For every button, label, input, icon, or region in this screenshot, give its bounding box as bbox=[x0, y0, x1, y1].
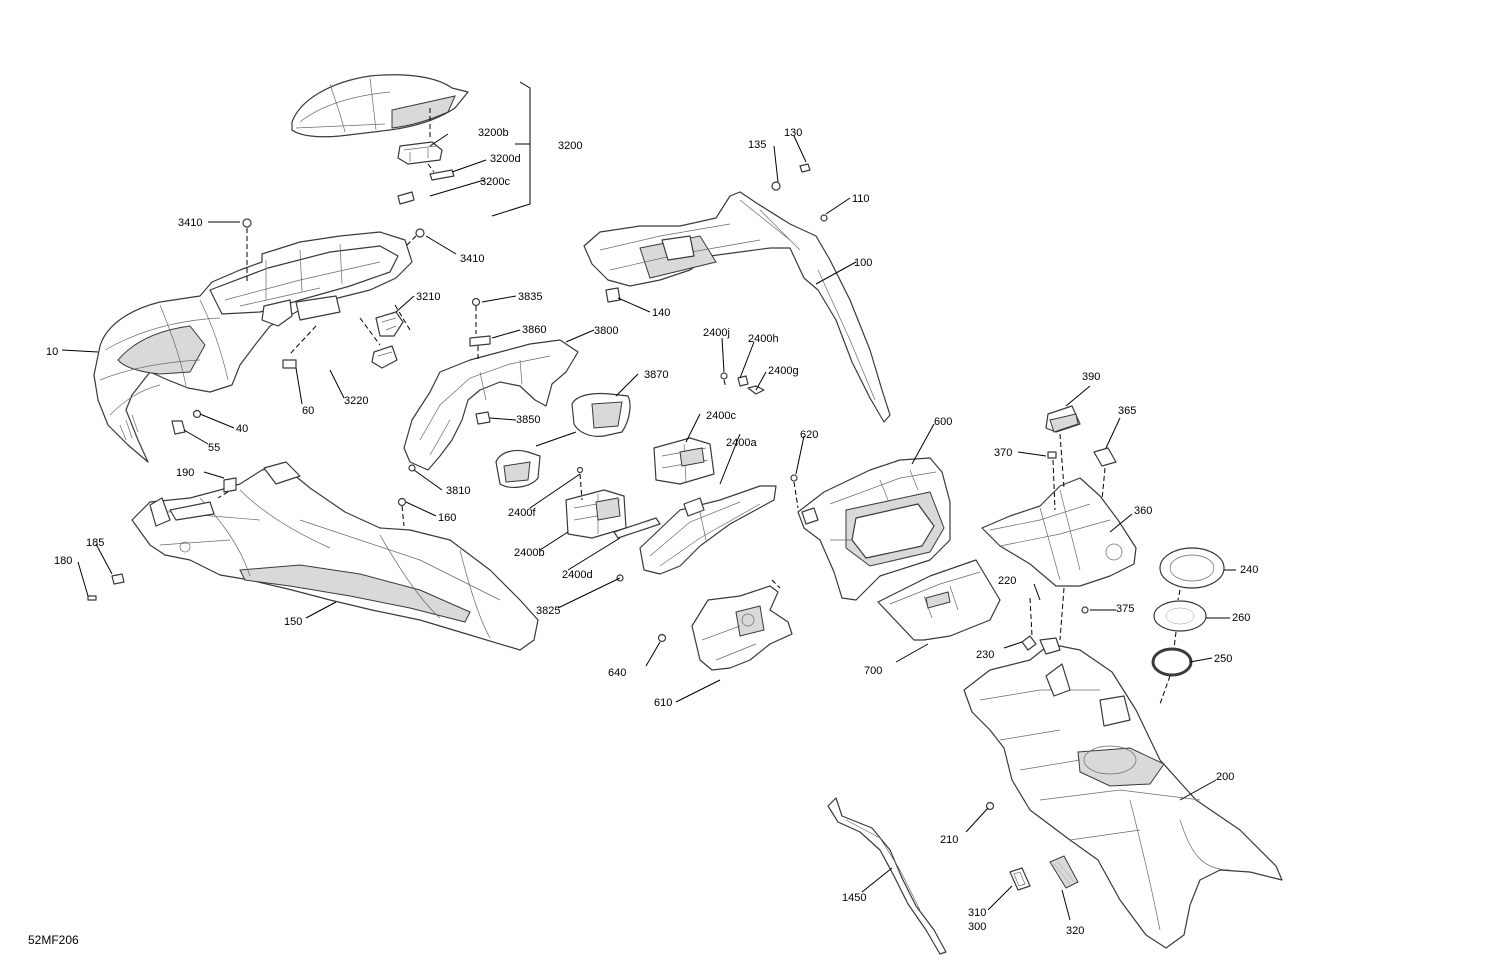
part-10-front-panel bbox=[93, 228, 417, 463]
label-3835: 3835 bbox=[518, 291, 542, 303]
part-100-side-panel bbox=[583, 163, 891, 423]
label-190: 190 bbox=[176, 467, 194, 479]
label-2400g: 2400g bbox=[768, 365, 799, 377]
label-40: 40 bbox=[236, 423, 248, 435]
label-160: 160 bbox=[438, 512, 456, 524]
label-2400b: 2400b bbox=[514, 547, 545, 559]
label-2400d: 2400d bbox=[562, 569, 593, 581]
label-185: 185 bbox=[86, 537, 104, 549]
label-10: 10 bbox=[46, 346, 58, 358]
label-3200: 3200 bbox=[558, 140, 582, 152]
label-3410-right: 3410 bbox=[460, 253, 484, 265]
part-150-side-panel bbox=[131, 461, 539, 651]
label-620: 620 bbox=[800, 429, 818, 441]
label-3800: 3800 bbox=[594, 325, 618, 337]
label-300: 300 bbox=[968, 921, 986, 933]
label-3200d: 3200d bbox=[490, 153, 521, 165]
part-2400-modules bbox=[565, 372, 777, 582]
part-610-bracket bbox=[657, 579, 793, 671]
label-230: 230 bbox=[976, 649, 994, 661]
label-140: 140 bbox=[652, 307, 670, 319]
label-110: 110 bbox=[852, 193, 870, 205]
label-365: 365 bbox=[1118, 405, 1136, 417]
label-3810: 3810 bbox=[446, 485, 470, 497]
label-130: 130 bbox=[784, 127, 802, 139]
label-360: 360 bbox=[1134, 505, 1152, 517]
label-3220: 3220 bbox=[344, 395, 368, 407]
label-2400f: 2400f bbox=[508, 507, 536, 519]
diagram-code: 52MF206 bbox=[28, 933, 79, 947]
label-3210: 3210 bbox=[416, 291, 440, 303]
label-220: 220 bbox=[998, 575, 1016, 587]
label-250: 250 bbox=[1214, 653, 1232, 665]
part-200-rear-body bbox=[963, 597, 1283, 949]
label-700: 700 bbox=[864, 665, 882, 677]
label-55: 55 bbox=[208, 442, 220, 454]
label-135: 135 bbox=[748, 139, 766, 151]
label-1450: 1450 bbox=[842, 892, 866, 904]
label-3870: 3870 bbox=[644, 369, 668, 381]
label-2400j: 2400j bbox=[703, 327, 730, 339]
label-180: 180 bbox=[54, 555, 72, 567]
label-320: 320 bbox=[1066, 925, 1084, 937]
label-375: 375 bbox=[1116, 603, 1134, 615]
part-3870-headlight bbox=[495, 392, 631, 488]
label-3825: 3825 bbox=[536, 605, 560, 617]
label-600: 600 bbox=[934, 416, 952, 428]
label-310: 310 bbox=[968, 907, 986, 919]
label-2400h: 2400h bbox=[748, 333, 779, 345]
label-370: 370 bbox=[994, 447, 1012, 459]
label-260: 260 bbox=[1232, 612, 1250, 624]
label-150: 150 bbox=[284, 616, 302, 628]
part-3200-tail-light bbox=[291, 74, 469, 205]
label-610: 610 bbox=[654, 697, 672, 709]
part-240-260-250-rings bbox=[1151, 547, 1225, 705]
part-3800-bracket bbox=[403, 297, 579, 472]
part-labels: 3200b 3200 3200d 3200c 3410 3410 3210 32… bbox=[28, 127, 1258, 947]
part-1450-strip bbox=[827, 797, 947, 955]
part-600-console bbox=[790, 457, 951, 601]
label-60: 60 bbox=[302, 405, 314, 417]
label-240: 240 bbox=[1240, 564, 1258, 576]
part-360-console-cover bbox=[981, 405, 1137, 641]
label-3200b: 3200b bbox=[478, 127, 509, 139]
part-700-lower-panel bbox=[877, 559, 1001, 641]
label-100: 100 bbox=[854, 257, 872, 269]
label-210: 210 bbox=[940, 834, 958, 846]
label-3200c: 3200c bbox=[480, 176, 510, 188]
label-3850: 3850 bbox=[516, 414, 540, 426]
part-310-gasket bbox=[1009, 867, 1031, 891]
label-390: 390 bbox=[1082, 371, 1100, 383]
fasteners-front bbox=[171, 218, 425, 435]
label-3860: 3860 bbox=[522, 324, 546, 336]
leader-lines bbox=[61, 81, 1236, 921]
part-320-pad bbox=[1049, 855, 1079, 889]
label-2400a: 2400a bbox=[726, 437, 757, 449]
label-3410-top: 3410 bbox=[178, 217, 202, 229]
label-200: 200 bbox=[1216, 771, 1234, 783]
label-2400c: 2400c bbox=[706, 410, 736, 422]
fasteners-side bbox=[87, 477, 407, 601]
label-640: 640 bbox=[608, 667, 626, 679]
